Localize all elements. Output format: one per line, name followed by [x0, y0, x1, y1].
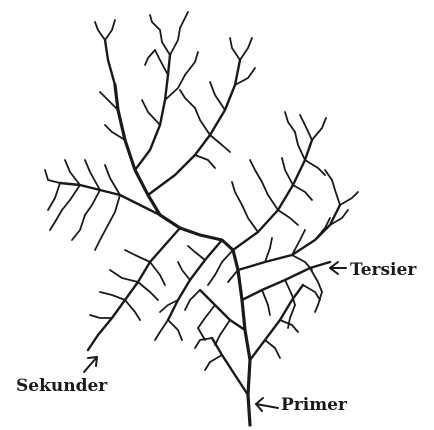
label-primer: Primer	[281, 395, 347, 415]
label-tersier: Tersier	[350, 260, 417, 280]
arrow-tersier	[329, 261, 347, 275]
label-sekunder: Sekunder	[16, 376, 108, 396]
primary-branch	[113, 83, 252, 427]
arrow-primer	[255, 397, 279, 412]
tertiary-branches	[44, 11, 359, 371]
arrow-sekunder	[83, 356, 98, 373]
